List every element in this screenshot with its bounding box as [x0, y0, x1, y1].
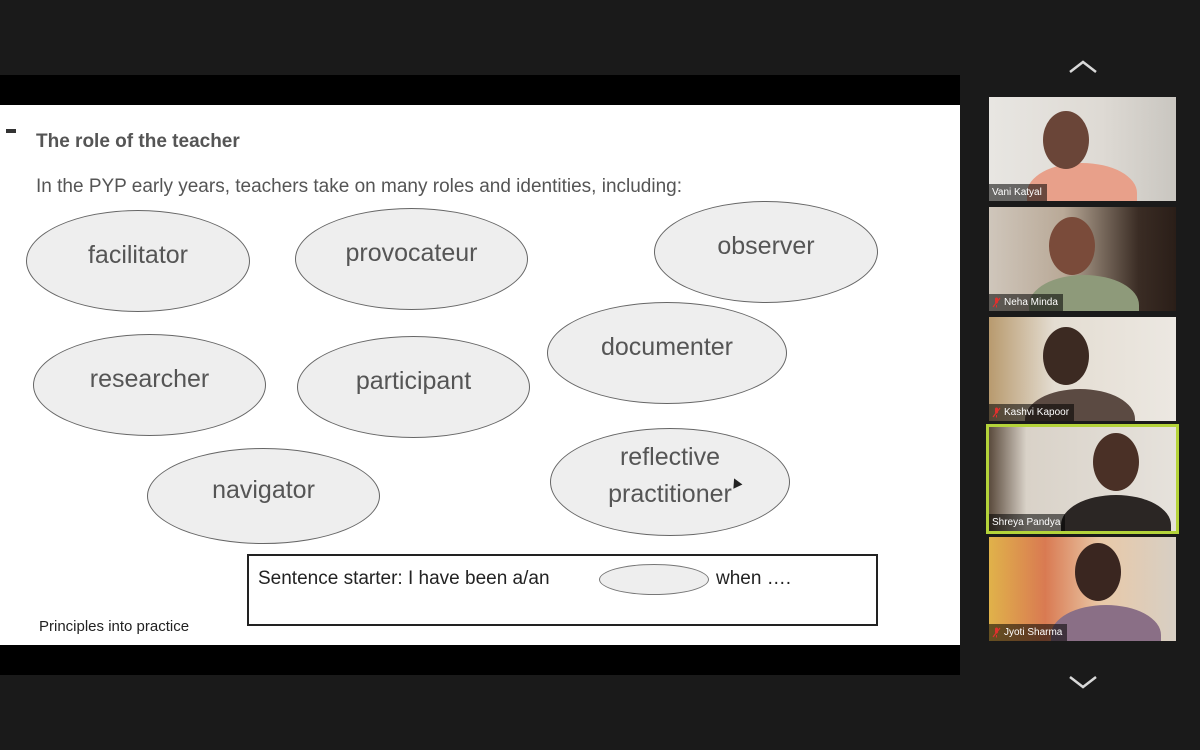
- gallery-scroll-up[interactable]: [1068, 57, 1098, 77]
- participant-name: Kashvi Kapoor: [1004, 407, 1070, 418]
- participant-video: [1093, 433, 1139, 491]
- participant-name-bar: Kashvi Kapoor: [989, 404, 1075, 421]
- participant-name-bar: Shreya Pandya: [989, 514, 1066, 531]
- presentation-slide: The role of the teacher In the PYP early…: [0, 105, 960, 645]
- role-bubble-navigator: navigator: [147, 448, 380, 544]
- participant-name-bar: Vani Katyal: [989, 184, 1047, 201]
- participant-name: Vani Katyal: [992, 187, 1042, 198]
- role-bubble-facilitator: facilitator: [26, 210, 250, 312]
- chevron-down-icon: [1069, 676, 1097, 689]
- role-bubble-documenter: documenter: [547, 302, 787, 404]
- participant-video: [1043, 111, 1089, 169]
- gallery-scroll-down[interactable]: [1068, 672, 1098, 692]
- muted-mic-icon: [992, 407, 1001, 418]
- participant-video: [1075, 543, 1121, 601]
- role-bubble-researcher: researcher: [33, 334, 266, 436]
- video-tile-vani-katyal[interactable]: Vani Katyal: [989, 97, 1176, 201]
- sentence-starter-tail: when ….: [716, 568, 791, 589]
- video-tile-shreya-pandya[interactable]: Shreya Pandya: [986, 424, 1179, 534]
- muted-mic-icon: [992, 297, 1001, 308]
- video-tile-kashvi-kapoor[interactable]: Kashvi Kapoor: [989, 317, 1176, 421]
- participant-name: Shreya Pandya: [992, 517, 1061, 528]
- slide-title: The role of the teacher: [36, 131, 240, 152]
- role-bubble-participant: participant: [297, 336, 530, 438]
- role-bubble-provocateur: provocateur: [295, 208, 528, 310]
- participant-name-bar: Jyoti Sharma: [989, 624, 1068, 641]
- video-tile-jyoti-sharma[interactable]: Jyoti Sharma: [989, 537, 1176, 641]
- role-bubble-reflective-practitioner: reflective practitioner: [550, 428, 790, 536]
- sentence-starter-lead: Sentence starter: I have been a/an: [258, 568, 550, 589]
- chevron-up-icon: [1069, 60, 1097, 73]
- participant-video: [1049, 217, 1095, 275]
- slide-footer: Principles into practice: [39, 618, 190, 635]
- role-bubble-observer: observer: [654, 201, 878, 303]
- sentence-starter-box: Sentence starter: I have been a/an when …: [247, 554, 878, 626]
- slide-mark: [6, 129, 16, 133]
- participant-name: Jyoti Sharma: [1004, 627, 1063, 638]
- participant-name: Neha Minda: [1004, 297, 1058, 308]
- blank-oval: [599, 564, 709, 595]
- participant-video: [1043, 327, 1089, 385]
- video-tile-neha-minda[interactable]: Neha Minda: [989, 207, 1176, 311]
- slide-subtitle: In the PYP early years, teachers take on…: [36, 176, 683, 197]
- muted-mic-icon: [992, 627, 1001, 638]
- shared-screen: The role of the teacher In the PYP early…: [0, 75, 960, 675]
- participant-name-bar: Neha Minda: [989, 294, 1063, 311]
